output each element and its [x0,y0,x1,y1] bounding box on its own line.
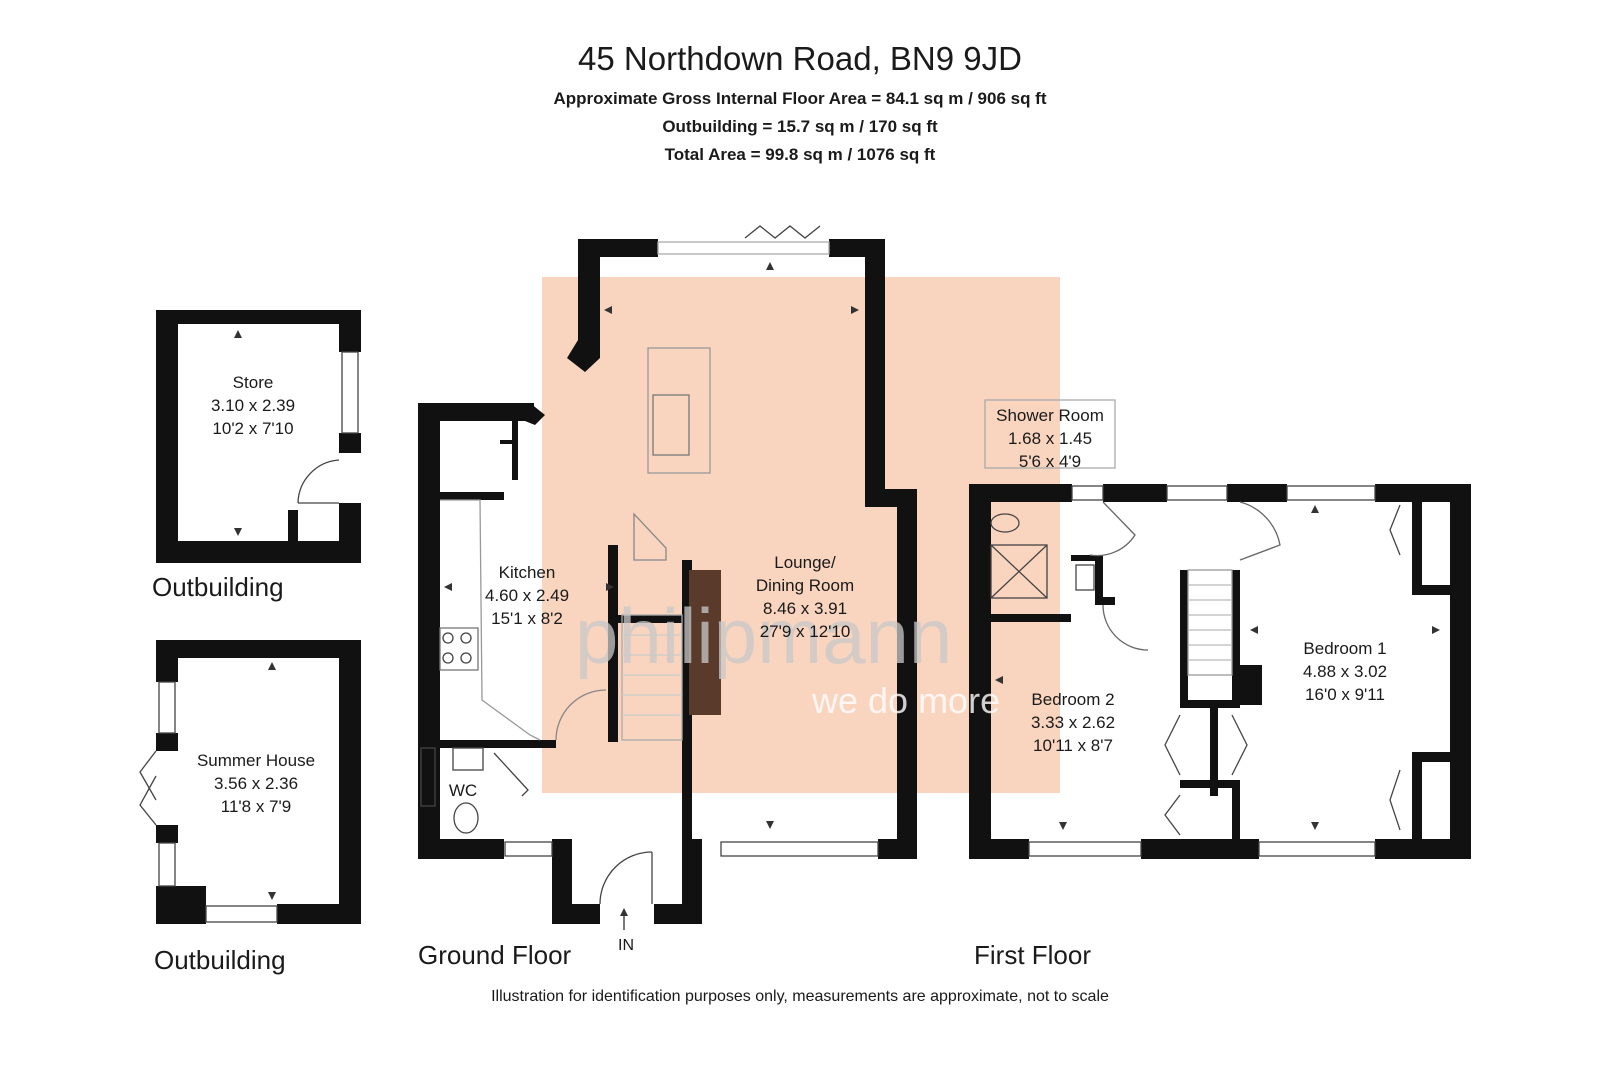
plan-title: 45 Northdown Road, BN9 9JD [578,40,1022,77]
ground-floor-caption: Ground Floor [418,940,572,970]
store-name: Store [233,373,274,392]
store-walls [156,310,361,563]
watermark-tagline: we do more [811,680,1000,721]
bedroom1-imperial: 16'0 x 9'11 [1305,685,1385,704]
store-caption: Outbuilding [152,572,284,602]
lounge-name-1: Lounge/ [774,553,836,572]
summer-house-imperial: 11'8 x 7'9 [221,797,291,816]
lounge-imperial: 27'9 x 12'10 [760,622,851,641]
kitchen-imperial: 15'1 x 8'2 [491,609,563,628]
summer-house-metric: 3.56 x 2.36 [214,774,298,793]
shower-room-metric: 1.68 x 1.45 [1008,429,1092,448]
bedroom2-imperial: 10'11 x 8'7 [1033,736,1113,755]
first-floor-walls [969,484,1471,859]
ground-floor-walls [418,239,917,924]
entrance-label: IN [618,937,634,954]
lounge-metric: 8.46 x 3.91 [763,599,847,618]
first-floor-caption: First Floor [974,940,1091,970]
gross-area-text: Approximate Gross Internal Floor Area = … [553,89,1047,108]
summer-house-caption: Outbuilding [154,945,286,975]
summer-house-name: Summer House [197,751,315,770]
kitchen-metric: 4.60 x 2.49 [485,586,569,605]
kitchen-name: Kitchen [499,563,556,582]
outbuilding-area-text: Outbuilding = 15.7 sq m / 170 sq ft [662,117,938,136]
store-imperial: 10'2 x 7'10 [212,419,293,438]
wc-name: WC [449,781,477,800]
watermark-brand: philipmann [575,592,952,680]
summer-house-walls [156,640,361,924]
bedroom2-metric: 3.33 x 2.62 [1031,713,1115,732]
lounge-name-2: Dining Room [756,576,854,595]
store-metric: 3.10 x 2.39 [211,396,295,415]
shower-room-imperial: 5'6 x 4'9 [1019,452,1081,471]
bedroom1-metric: 4.88 x 3.02 [1303,662,1387,681]
bedroom1-name: Bedroom 1 [1303,639,1386,658]
shower-room-name: Shower Room [996,406,1104,425]
bedroom2-name: Bedroom 2 [1031,690,1114,709]
total-area-text: Total Area = 99.8 sq m / 1076 sq ft [664,145,936,164]
disclaimer: Illustration for identification purposes… [491,988,1109,1005]
